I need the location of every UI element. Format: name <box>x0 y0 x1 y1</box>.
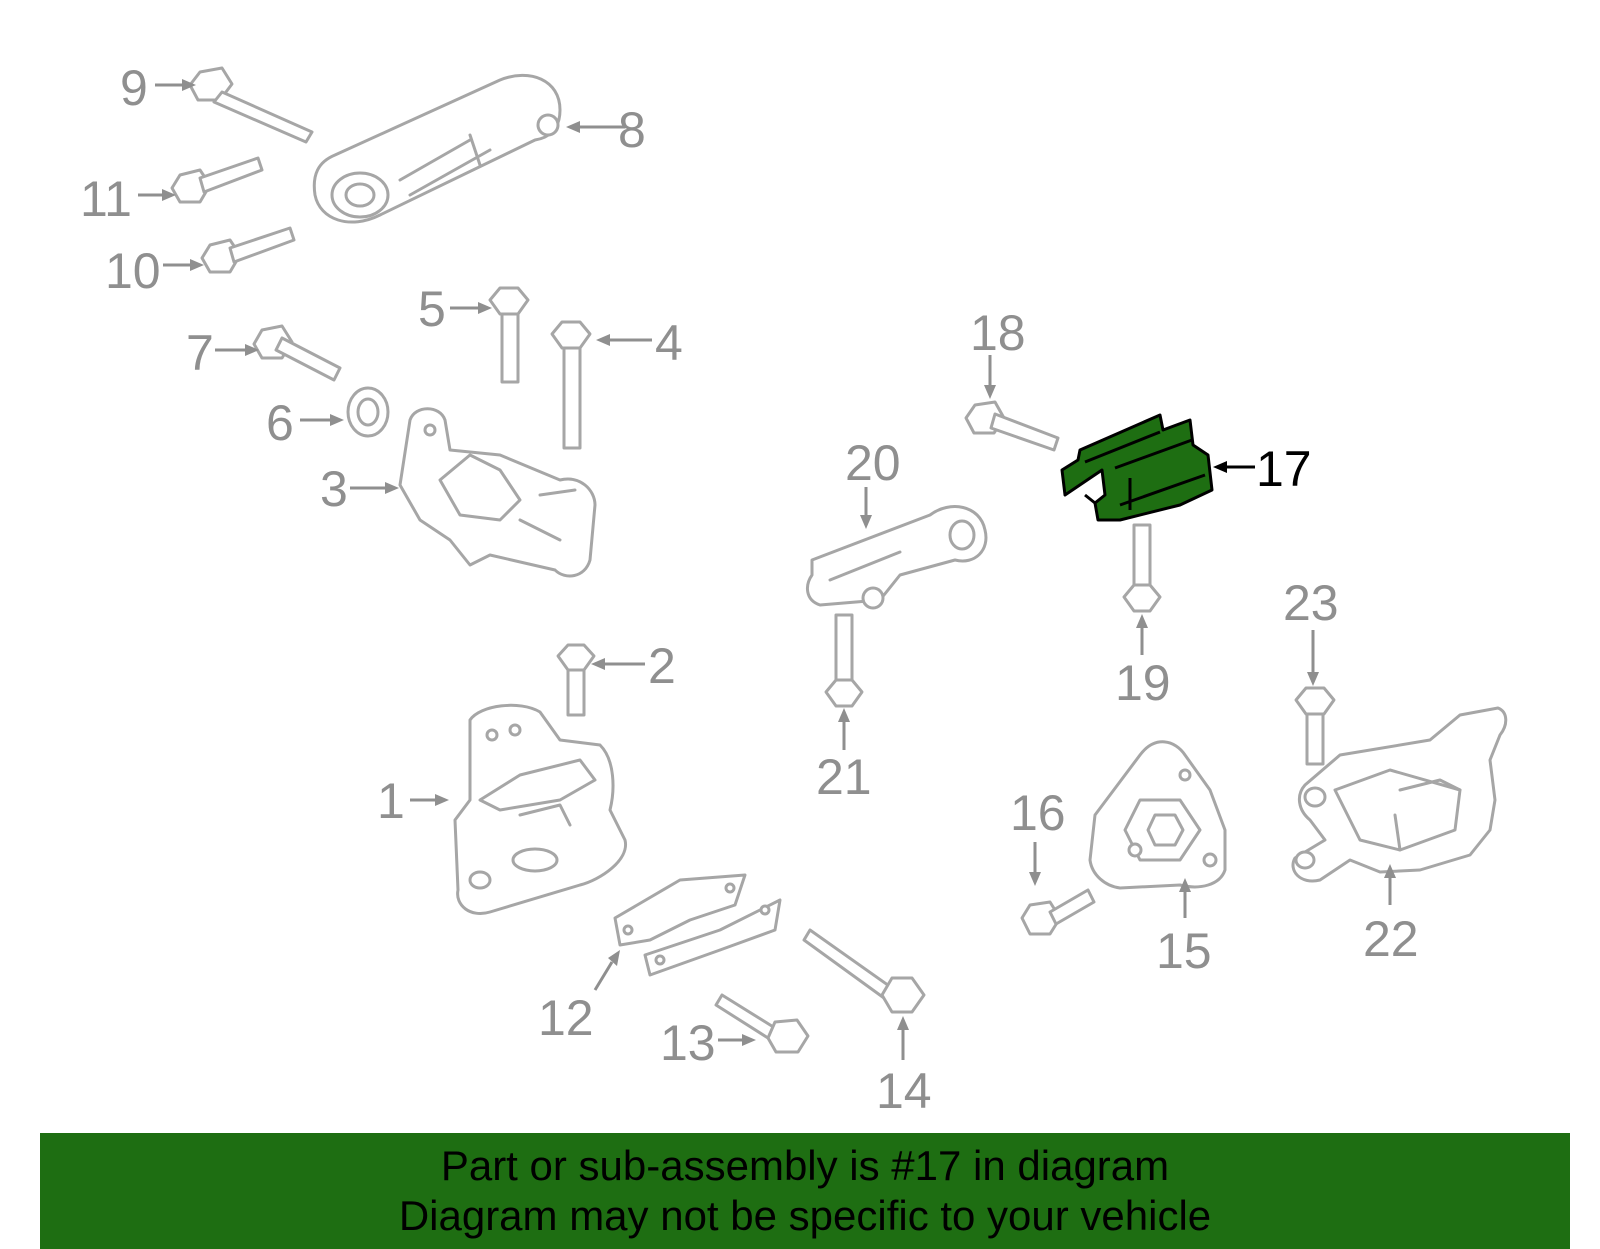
parts-diagram: 1 2 3 4 5 6 7 8 9 10 11 12 13 14 15 16 1… <box>80 60 1508 1119</box>
callout-label-22: 22 <box>1363 911 1419 967</box>
info-banner: Part or sub-assembly is #17 in diagram D… <box>40 1133 1570 1249</box>
bolt-13 <box>714 993 810 1054</box>
callout-label-16: 16 <box>1010 785 1066 841</box>
washer-6 <box>346 386 390 438</box>
bolt-2 <box>556 643 596 717</box>
part-8-torque-rod <box>312 74 562 224</box>
part-15-mount <box>1088 740 1227 890</box>
bolt-23 <box>1294 686 1336 766</box>
part-1-engine-mount <box>453 703 627 915</box>
callout-label-23: 23 <box>1283 575 1339 631</box>
callout-label-20: 20 <box>845 435 901 491</box>
callout-label-15: 15 <box>1156 923 1212 979</box>
callout-label-3: 3 <box>320 461 348 517</box>
bolt-16 <box>1020 888 1096 936</box>
bolt-5 <box>488 286 530 384</box>
bolt-18 <box>964 400 1060 452</box>
banner-line-part: Part or sub-assembly is #17 in diagram <box>440 1142 1170 1189</box>
bolt-21 <box>824 613 864 708</box>
part-22-mount <box>1291 706 1508 883</box>
callout-label-13: 13 <box>660 1015 716 1071</box>
callout-arrows <box>138 79 1396 1060</box>
callout-label-14: 14 <box>876 1063 932 1119</box>
bolt-19 <box>1122 523 1162 613</box>
callout-label-7: 7 <box>186 325 214 381</box>
callout-label-10: 10 <box>105 243 161 299</box>
callout-label-19: 19 <box>1115 655 1171 711</box>
callout-labels: 1 2 3 4 5 6 7 8 9 10 11 12 13 14 15 16 1… <box>80 60 1419 1119</box>
bolt-10 <box>200 226 296 274</box>
callout-label-18: 18 <box>970 305 1026 361</box>
banner-line-disclaimer: Diagram may not be specific to your vehi… <box>398 1192 1212 1239</box>
callout-label-17: 17 <box>1256 441 1312 497</box>
part-12-bracket <box>613 873 782 977</box>
callout-label-21: 21 <box>816 749 872 805</box>
part-17-highlighted-bracket <box>1060 413 1214 522</box>
callout-label-8: 8 <box>618 102 646 158</box>
callout-label-4: 4 <box>655 315 683 371</box>
callout-label-9: 9 <box>120 60 148 116</box>
callout-label-5: 5 <box>418 281 446 337</box>
bolt-7 <box>252 324 342 382</box>
bolt-11 <box>170 156 264 204</box>
callout-label-2: 2 <box>648 638 676 694</box>
bolt-9 <box>188 66 314 144</box>
bolt-14 <box>802 928 926 1014</box>
callout-label-1: 1 <box>377 773 405 829</box>
callout-label-12: 12 <box>538 990 594 1046</box>
bolt-4 <box>550 320 592 450</box>
callout-label-6: 6 <box>266 395 294 451</box>
part-20-bracket-arm <box>806 505 988 610</box>
callout-arrow-17 <box>1213 461 1255 473</box>
part-3-mount-bracket <box>398 407 597 578</box>
callout-label-11: 11 <box>80 171 132 227</box>
